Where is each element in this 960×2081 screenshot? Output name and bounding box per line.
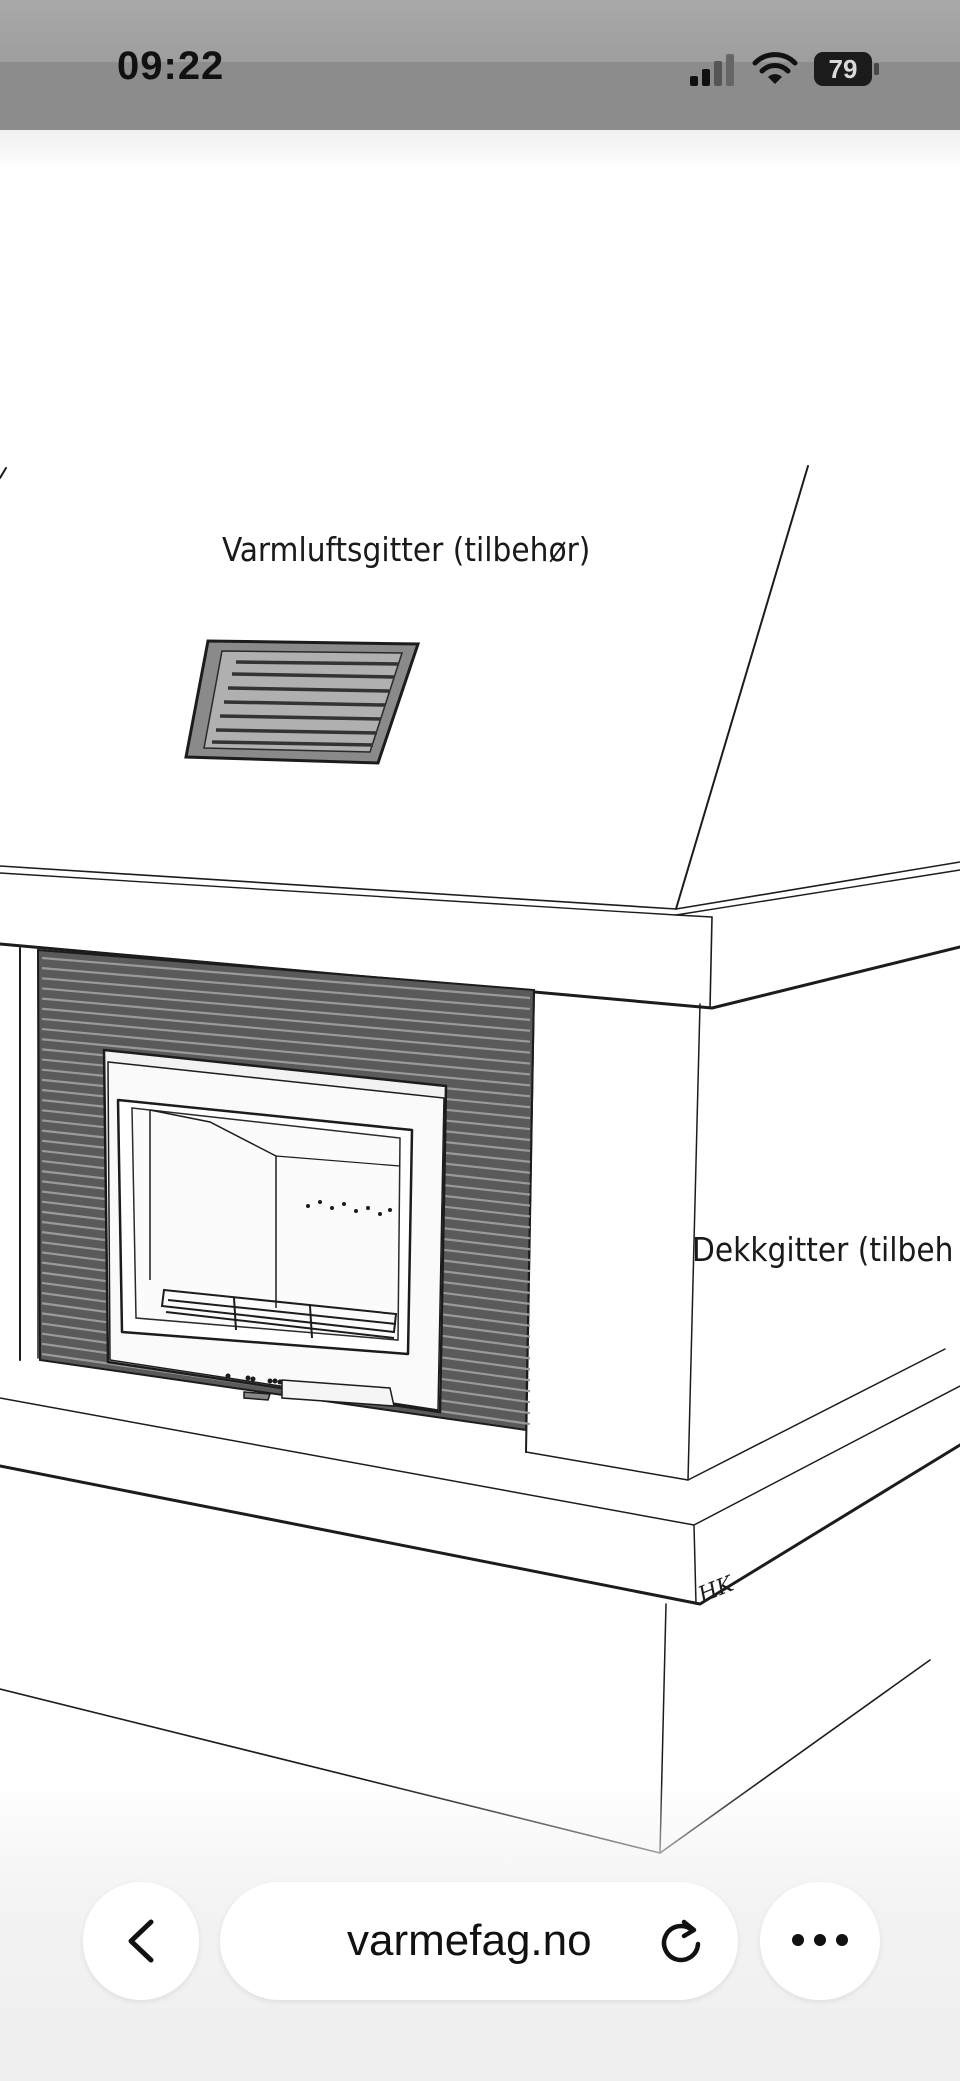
status-time: 09:22 [117,44,225,88]
louver-line [41,997,531,1043]
cover-grille-label: Dekkgitter (tilbeh [692,1230,954,1269]
louver-line [41,1007,531,1054]
louver-line [41,967,531,1011]
back-button[interactable] [83,1882,199,2000]
vent-label: Varmluftsgitter (tilbehør) [222,530,591,569]
battery-icon: 79 [814,52,879,86]
louver-line [41,1038,531,1087]
louver-line [41,1017,531,1065]
address-bar[interactable]: varmefag.no [220,1882,738,2000]
more-button[interactable] [760,1882,880,2000]
stove-insert [102,1048,448,1414]
louver-line [41,1027,531,1076]
louver-line [41,956,531,1000]
louver-line [41,987,531,1032]
more-icon [792,1934,848,1946]
url-text: varmefag.no [347,1916,592,1965]
wifi-icon [752,52,798,84]
status-bar: 09:22 79 [0,0,960,130]
vent-grille [184,639,421,765]
louver-line [41,977,531,1021]
signal-icon [690,54,734,86]
battery-level: 79 [814,52,872,86]
fireplace-illustration: HK [0,465,960,1854]
back-icon [128,1919,154,1963]
reload-icon[interactable] [658,1916,706,1966]
